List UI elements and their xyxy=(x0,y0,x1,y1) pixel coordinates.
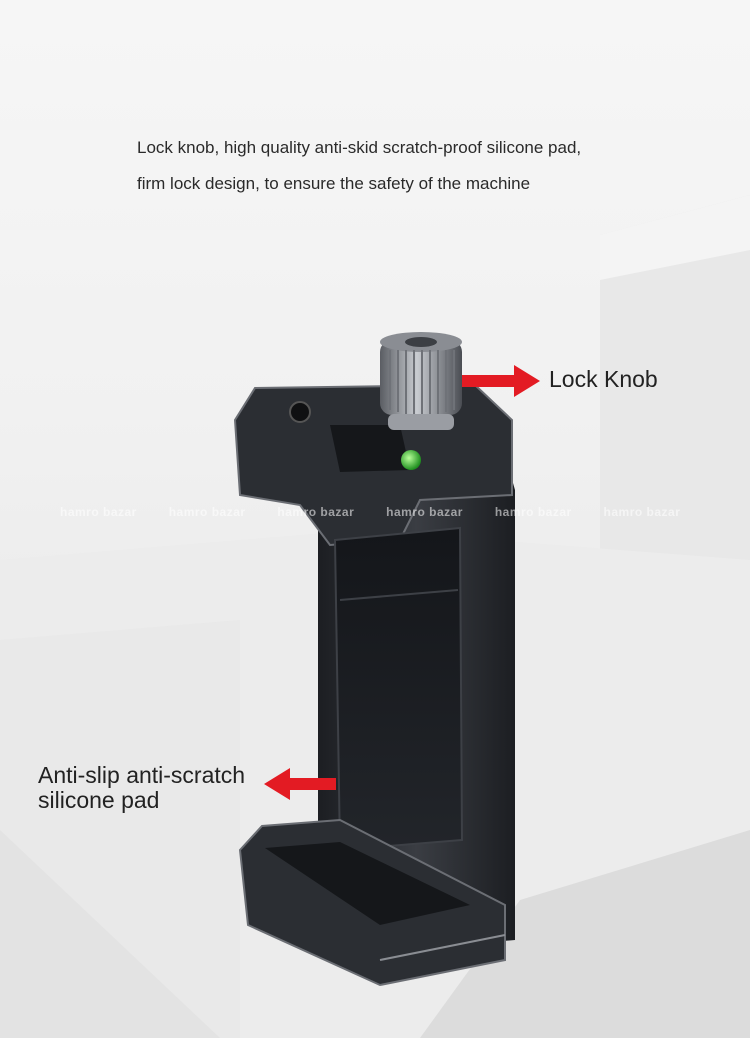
arrow-right-icon xyxy=(462,365,540,397)
silicone-pad xyxy=(333,526,464,852)
top-slot xyxy=(330,425,410,472)
lock-knob-label: Lock Knob xyxy=(549,366,658,392)
description-line-1: Lock knob, high quality anti-skid scratc… xyxy=(137,138,582,157)
arrow-left-icon xyxy=(264,768,336,800)
level-bubble xyxy=(401,450,421,470)
silicone-pad-label-line-2: silicone pad xyxy=(38,787,160,813)
silicone-pad-label: Anti-slip anti-scratch silicone pad xyxy=(38,763,245,813)
silicone-pad-label-line-1: Anti-slip anti-scratch xyxy=(38,762,246,788)
screw-hole xyxy=(289,401,311,423)
product-description: Lock knob, high quality anti-skid scratc… xyxy=(137,130,697,202)
description-line-2: firm lock design, to ensure the safety o… xyxy=(137,174,531,193)
bottom-pad xyxy=(265,842,470,925)
watermark: hamro bazar hamro bazar hamro bazar hamr… xyxy=(60,505,681,519)
